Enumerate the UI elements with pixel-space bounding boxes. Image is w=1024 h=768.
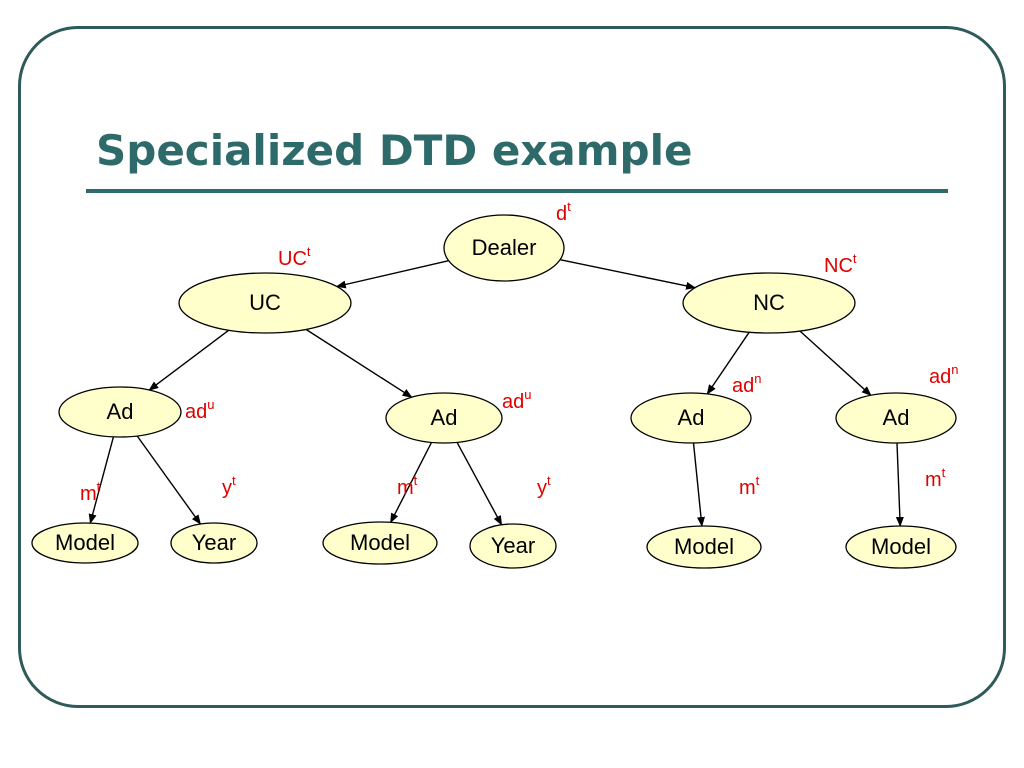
type-label-superscript: t: [232, 473, 236, 488]
node-label: Model: [674, 534, 734, 559]
type-label-base: m: [739, 477, 756, 499]
node-ellipse: [469, 523, 557, 569]
type-label-base: y: [537, 477, 547, 499]
type-label-base: UC: [278, 248, 307, 270]
node-ellipse: [443, 214, 565, 282]
type-label-base: y: [222, 477, 232, 499]
edge-ad2-to-model2: [389, 442, 433, 524]
type-label-ad2: adu: [502, 387, 531, 413]
type-label-base: d: [556, 203, 567, 225]
node-ad3: Ad: [630, 392, 752, 444]
node-uc: UC: [178, 272, 352, 334]
node-label: NC: [753, 290, 785, 315]
node-label: UC: [249, 290, 281, 315]
node-model1: Model: [31, 522, 139, 564]
edge-ad3-to-model3: [692, 442, 705, 527]
edge-dealer-to-nc: [559, 259, 697, 290]
node-ad4: Ad: [835, 392, 957, 444]
node-ellipse: [845, 525, 957, 569]
node-label: Year: [491, 533, 535, 558]
type-label-superscript: t: [97, 479, 101, 494]
type-label-model2: mt: [397, 473, 418, 499]
type-label-ad4: adn: [929, 362, 958, 388]
type-label-ad1: adu: [185, 397, 214, 423]
node-ellipse: [322, 521, 438, 565]
node-ellipse: [385, 392, 503, 444]
type-label-base: m: [80, 483, 97, 505]
edge-uc-to-ad1: [148, 329, 230, 391]
slide-frame: [18, 26, 1006, 708]
edge-nc-to-ad4: [799, 330, 872, 396]
type-label-year1: yt: [222, 473, 236, 499]
type-label-nc: NCt: [824, 251, 857, 277]
type-label-dealer: dt: [556, 199, 571, 225]
node-ad1: Ad: [58, 386, 182, 438]
type-label-base: ad: [929, 366, 951, 388]
type-label-superscript: n: [754, 371, 761, 386]
node-label: Model: [55, 530, 115, 555]
node-ellipse: [178, 272, 352, 334]
type-label-base: m: [397, 477, 414, 499]
node-label: Dealer: [472, 235, 537, 260]
type-label-superscript: t: [853, 251, 857, 266]
type-label-base: ad: [732, 375, 754, 397]
node-ellipse: [835, 392, 957, 444]
node-label: Model: [871, 534, 931, 559]
edge-ad2-to-year2: [456, 442, 503, 526]
type-label-ad3: adn: [732, 371, 761, 397]
node-year2: Year: [469, 523, 557, 569]
edge-nc-to-ad3: [706, 331, 750, 395]
node-ellipse: [646, 525, 762, 569]
type-label-model4: mt: [925, 465, 946, 491]
type-label-superscript: n: [951, 362, 958, 377]
node-year1: Year: [170, 522, 258, 564]
type-label-superscript: t: [547, 473, 551, 488]
type-label-superscript: t: [307, 244, 311, 259]
edge-ad4-to-model4: [895, 442, 904, 527]
node-ad2: Ad: [385, 392, 503, 444]
type-label-base: NC: [824, 255, 853, 277]
node-label: Model: [350, 530, 410, 555]
type-label-base: ad: [502, 391, 524, 413]
type-label-superscript: t: [756, 473, 760, 488]
type-label-base: ad: [185, 401, 207, 423]
type-label-superscript: t: [414, 473, 418, 488]
type-label-model3: mt: [739, 473, 760, 499]
edge-ad1-to-model1: [88, 436, 115, 525]
node-label: Ad: [883, 405, 910, 430]
node-ellipse: [31, 522, 139, 564]
node-ellipse: [630, 392, 752, 444]
edge-dealer-to-uc: [335, 260, 449, 289]
slide-title: Specialized DTD example: [96, 126, 693, 175]
type-label-superscript: t: [942, 465, 946, 480]
node-label: Ad: [431, 405, 458, 430]
title-rule: [86, 189, 948, 193]
node-nc: NC: [682, 272, 856, 334]
node-model3: Model: [646, 525, 762, 569]
type-label-superscript: t: [567, 199, 571, 214]
type-label-uc: UCt: [278, 244, 311, 270]
type-label-superscript: u: [207, 397, 214, 412]
node-model2: Model: [322, 521, 438, 565]
node-dealer: Dealer: [443, 214, 565, 282]
node-label: Year: [192, 530, 236, 555]
node-ellipse: [58, 386, 182, 438]
edge-uc-to-ad2: [305, 328, 413, 398]
type-label-superscript: u: [524, 387, 531, 402]
edge-ad1-to-year1: [136, 435, 201, 525]
node-model4: Model: [845, 525, 957, 569]
node-ellipse: [682, 272, 856, 334]
type-label-model1: mt: [80, 479, 101, 505]
type-label-year2: yt: [537, 473, 551, 499]
node-label: Ad: [678, 405, 705, 430]
node-label: Ad: [107, 399, 134, 424]
type-label-base: m: [925, 469, 942, 491]
node-ellipse: [170, 522, 258, 564]
